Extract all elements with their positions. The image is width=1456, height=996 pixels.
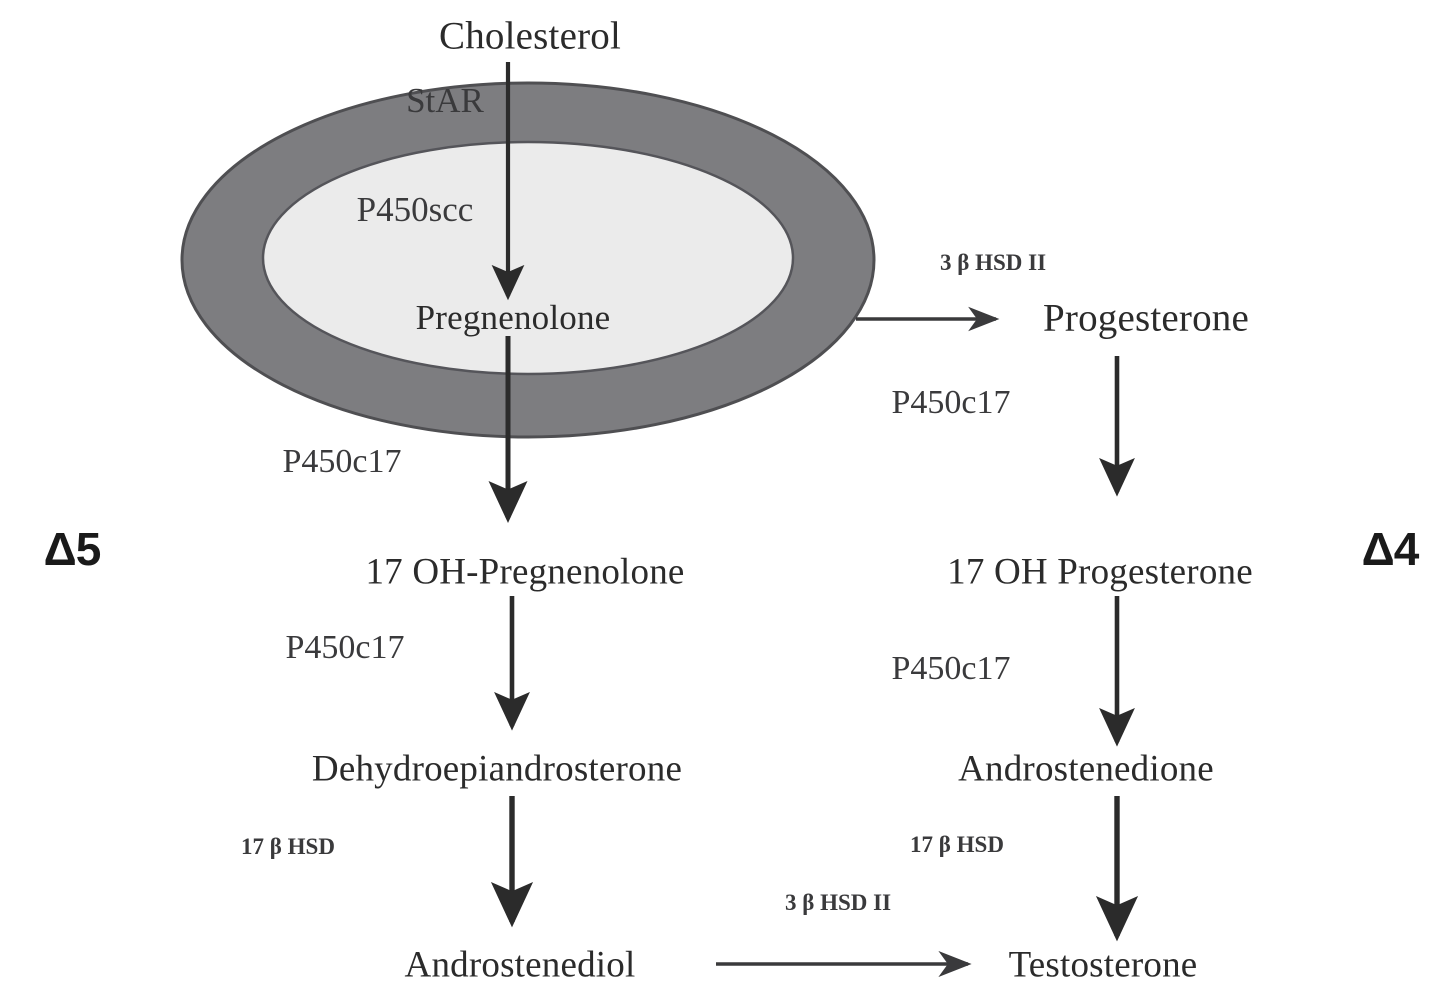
mitochondrion-matrix [261, 140, 795, 376]
enzyme-3beta-hsd-ii-top: 3 β HSD II [939, 250, 1047, 275]
node-17-oh-pregnenolone: 17 OH-Pregnenolone [365, 551, 685, 593]
enzyme-p450c17-delta4-upper: P450c17 [891, 384, 1011, 421]
node-androstenediol: Androstenediol [404, 944, 636, 986]
enzyme-p450c17-delta5-upper: P450c17 [282, 443, 402, 480]
enzyme-p450scc: P450scc [356, 190, 474, 229]
enzyme-p450c17-delta4-lower: P450c17 [891, 650, 1011, 687]
node-dehydroepiandrosterone: Dehydroepiandrosterone [311, 748, 683, 790]
enzyme-p450c17-delta5-lower: P450c17 [285, 629, 405, 666]
node-17-oh-progesterone: 17 OH Progesterone [947, 551, 1253, 593]
node-cholesterol: Cholesterol [438, 14, 622, 58]
pathway-tag-delta5: Δ5 [43, 523, 102, 575]
enzyme-17beta-hsd-delta5: 17 β HSD [241, 834, 335, 859]
node-progesterone: Progesterone [1042, 296, 1250, 340]
enzyme-17beta-hsd-delta4: 17 β HSD [910, 832, 1004, 857]
node-pregnenolone: Pregnenolone [415, 298, 611, 337]
pathway-tag-delta4: Δ4 [1361, 523, 1420, 575]
node-androstenedione: Androstenedione [958, 748, 1214, 790]
enzyme-star: StAR [406, 81, 484, 120]
enzyme-3beta-hsd-ii-bottom: 3 β HSD II [784, 890, 892, 915]
node-testosterone: Testosterone [1008, 944, 1198, 986]
